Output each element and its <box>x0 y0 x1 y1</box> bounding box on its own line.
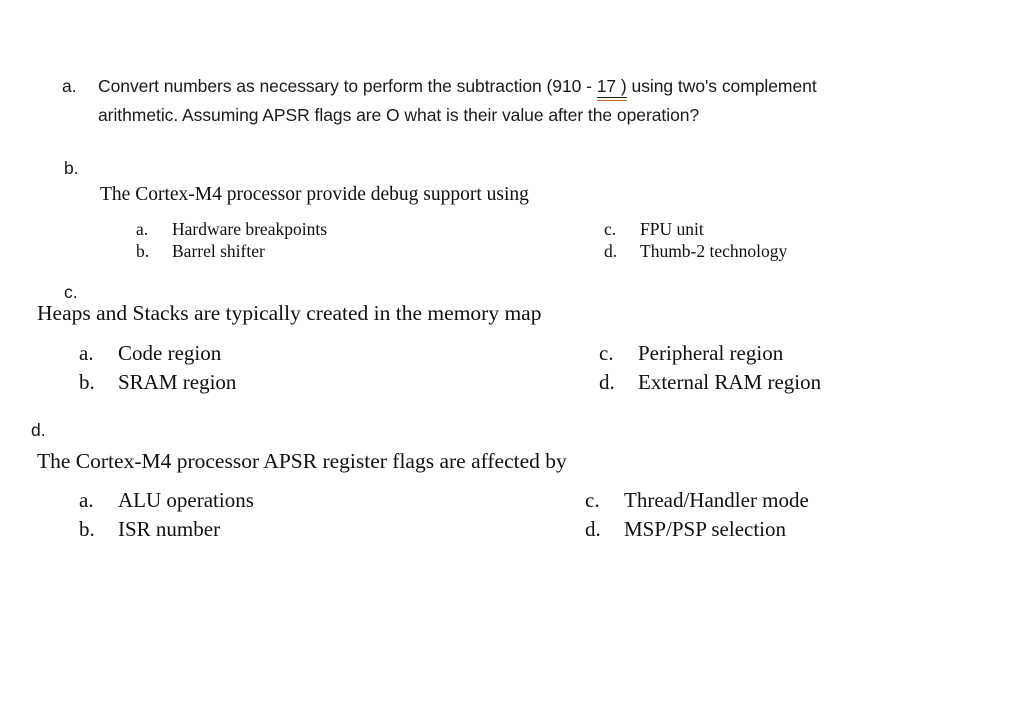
question-a-marker: a. <box>62 76 77 96</box>
question-d-stem: The Cortex-M4 processor APSR register fl… <box>37 449 567 473</box>
option-label: Thread/Handler mode <box>624 488 809 512</box>
option-row[interactable]: b. ISR number <box>79 515 254 544</box>
option-row[interactable]: c. Thread/Handler mode <box>585 486 809 515</box>
question-b-stem: The Cortex-M4 processor provide debug su… <box>100 184 529 205</box>
option-marker: b. <box>136 241 150 261</box>
option-label: Peripheral region <box>638 341 784 365</box>
option-row[interactable]: a. Code region <box>79 339 236 368</box>
question-a-text: Convert numbers as necessary to perform … <box>98 72 844 129</box>
option-row[interactable]: c. FPU unit <box>604 218 787 240</box>
option-marker: a. <box>79 341 94 365</box>
option-label: SRAM region <box>118 370 237 394</box>
option-row[interactable]: d. External RAM region <box>599 368 821 397</box>
question-b-options-left: a. Hardware breakpoints b. Barrel shifte… <box>136 218 327 262</box>
option-row[interactable]: c. Peripheral region <box>599 339 821 368</box>
question-a-stem-part1: Convert numbers as necessary to perform … <box>98 76 597 96</box>
option-label: MSP/PSP selection <box>624 517 787 541</box>
question-d-options-right: c. Thread/Handler mode d. MSP/PSP select… <box>585 486 809 544</box>
question-b-marker: b. <box>64 158 79 178</box>
option-marker: c. <box>604 219 617 239</box>
option-label: FPU unit <box>640 219 704 239</box>
option-row[interactable]: d. MSP/PSP selection <box>585 515 809 544</box>
option-row[interactable]: a. ALU operations <box>79 486 254 515</box>
question-c-marker: c. <box>64 282 78 302</box>
option-marker: a. <box>136 219 149 239</box>
option-marker: d. <box>585 517 601 541</box>
question-b-options-right: c. FPU unit d. Thumb-2 technology <box>604 218 787 262</box>
option-marker: d. <box>604 241 618 261</box>
option-marker: b. <box>79 517 95 541</box>
option-marker: b. <box>79 370 95 394</box>
option-label: ISR number <box>118 517 221 541</box>
option-label: Barrel shifter <box>172 241 265 261</box>
question-d-marker: d. <box>31 420 46 440</box>
option-label: ALU operations <box>118 488 254 512</box>
option-row[interactable]: a. Hardware breakpoints <box>136 218 327 240</box>
option-marker: c. <box>599 341 614 365</box>
option-marker: a. <box>79 488 94 512</box>
option-row[interactable]: b. Barrel shifter <box>136 240 327 262</box>
option-label: Thumb-2 technology <box>640 241 788 261</box>
question-d-options-left: a. ALU operations b. ISR number <box>79 486 254 544</box>
option-marker: d. <box>599 370 615 394</box>
question-c-stem: Heaps and Stacks are typically created i… <box>37 301 542 325</box>
option-label: External RAM region <box>638 370 822 394</box>
option-marker: c. <box>585 488 600 512</box>
question-c-options-left: a. Code region b. SRAM region <box>79 339 236 397</box>
option-label: Code region <box>118 341 222 365</box>
question-a-underlined-value: 17 ) <box>596 76 627 98</box>
option-row[interactable]: d. Thumb-2 technology <box>604 240 787 262</box>
question-c-options-right: c. Peripheral region d. External RAM reg… <box>599 339 821 397</box>
option-row[interactable]: b. SRAM region <box>79 368 236 397</box>
question-a-stem-part2: using two's complement arithmetic. Assum… <box>98 76 817 125</box>
option-label: Hardware breakpoints <box>172 219 328 239</box>
